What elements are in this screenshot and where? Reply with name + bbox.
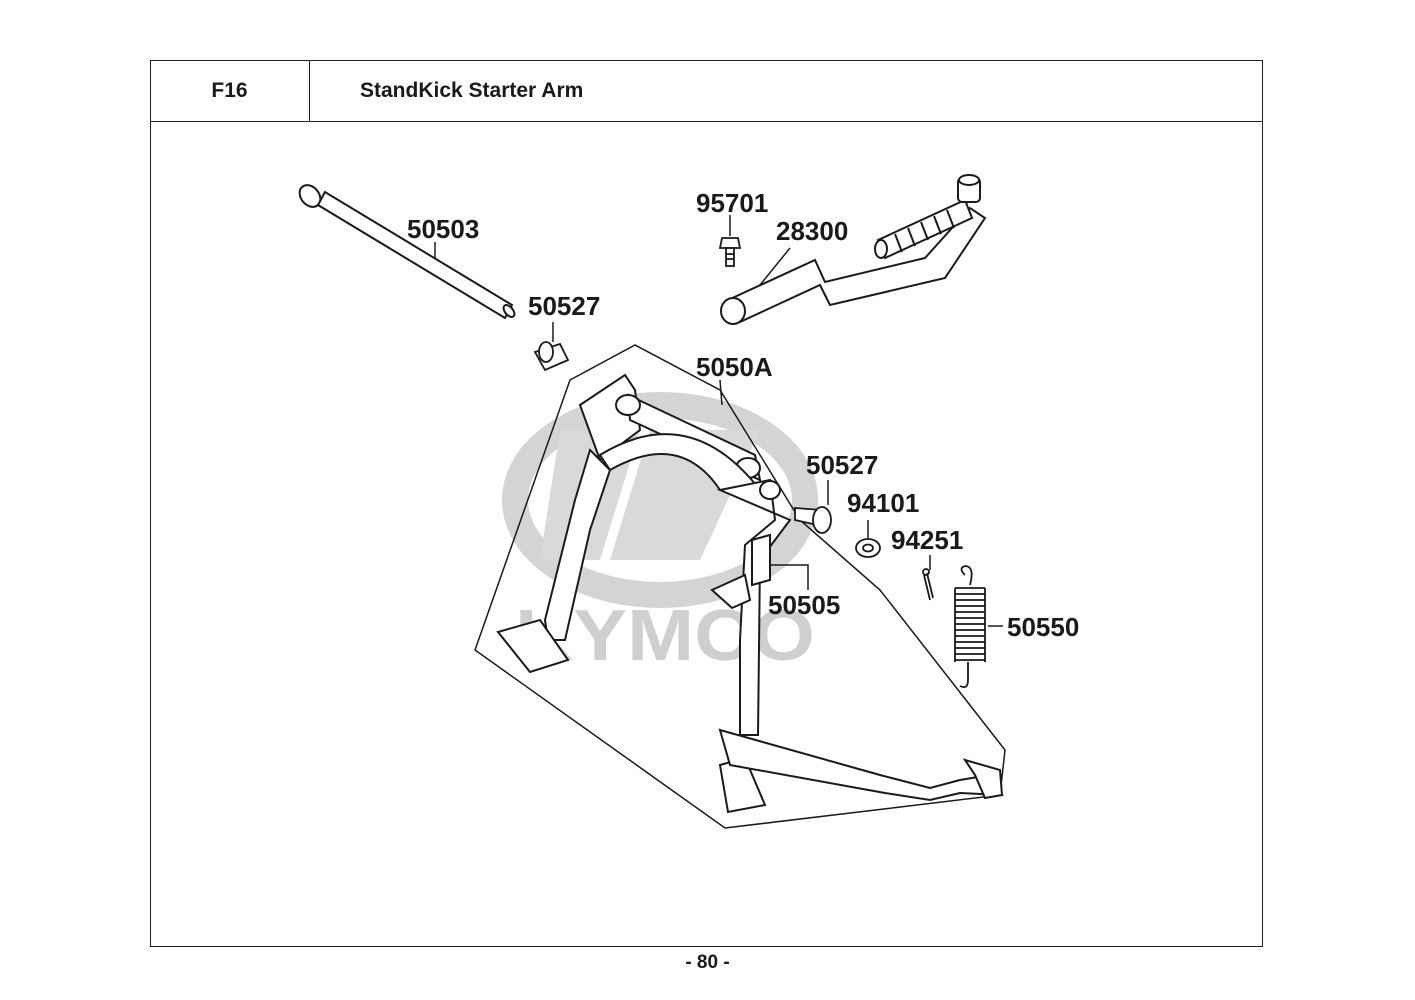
diagram-frame — [150, 60, 1263, 947]
figure-title: StandKick Starter Arm — [310, 60, 1263, 122]
page-number: - 80 - — [685, 952, 730, 973]
figure-code: F16 — [150, 60, 310, 122]
